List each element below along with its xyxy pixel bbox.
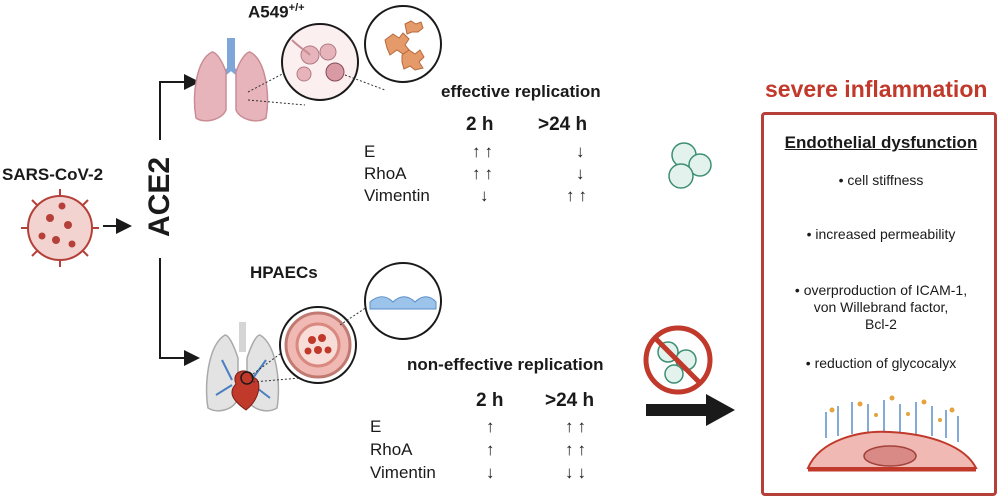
top-row-rhoa-late: ↓ (576, 164, 589, 183)
bullet-glycocalyx-text: reduction of glycocalyx (814, 355, 957, 371)
bullet-cell-stiffness: • cell stiffness (838, 172, 924, 188)
endothelium-zoom-icon (364, 262, 442, 340)
bottom-row-rhoa-label: RhoA (370, 440, 413, 459)
a549-label: A549+/+ (248, 2, 305, 23)
top-col-24h: >24 h (538, 114, 588, 135)
endothelial-cell-icon (806, 395, 978, 472)
ace2-label: ACE2 (143, 156, 176, 238)
effective-replication-title: effective replication (441, 82, 601, 101)
top-row-e-early: ↑↑ (472, 142, 497, 161)
virus-cluster-icon (668, 142, 712, 189)
top-row-rhoa-label: RhoA (364, 164, 407, 183)
bullet-overproduction-text: overproduction of ICAM-1, (803, 282, 968, 298)
branch-arrows (159, 74, 200, 366)
bullet-overproduction: • overproduction of ICAM-1, (794, 282, 968, 298)
blocked-virus-icon (643, 325, 713, 395)
bullet-overproduction-line2: von Willebrand factor, (813, 299, 949, 315)
bullet-cell-stiffness-text: cell stiffness (847, 172, 924, 188)
endothelial-dysfunction-box (761, 112, 997, 496)
bullet-increased-permeability: • increased permeability (806, 226, 956, 242)
non-effective-replication-title: non-effective replication (407, 355, 604, 374)
vessel-cross-section-icon (279, 306, 357, 384)
severe-inflammation-title: severe inflammation (765, 76, 988, 102)
bottom-row-e-early: ↑ (486, 417, 499, 436)
top-row-vimentin-late: ↑↑ (566, 186, 591, 205)
bottom-row-rhoa-early: ↑ (486, 440, 499, 459)
a549-cells-zoom-icon (364, 5, 442, 83)
virus-label: SARS-CoV-2 (2, 165, 104, 184)
top-col-2h: 2 h (466, 114, 494, 135)
endothelial-dysfunction-title: Endothelial dysfunction (784, 133, 978, 152)
bottom-col-2h: 2 h (476, 390, 504, 411)
bottom-row-e-label: E (370, 417, 382, 436)
top-row-e-late: ↓ (576, 142, 589, 161)
lungs-icon (193, 38, 269, 122)
bottom-row-rhoa-late: ↑↑ (565, 440, 590, 459)
hpaecs-label: HPAECs (250, 263, 318, 282)
bullet-increased-permeability-text: increased permeability (815, 226, 956, 242)
alveoli-zoom-icon (281, 23, 359, 101)
outcome-arrow (646, 394, 735, 426)
top-row-rhoa-early: ↑↑ (472, 164, 497, 183)
bottom-row-vimentin-label: Vimentin (370, 463, 436, 482)
lungs-heart-icon (205, 322, 280, 412)
top-row-vimentin-early: ↓ (480, 186, 493, 205)
virus-icon (21, 189, 99, 267)
top-row-e-label: E (364, 142, 376, 161)
a549-name: A549 (248, 2, 289, 22)
bottom-row-e-late: ↑↑ (565, 417, 590, 436)
bottom-row-vimentin-early: ↓ (486, 463, 499, 482)
bullet-overproduction-line3: Bcl-2 (865, 316, 897, 332)
bottom-row-vimentin-late: ↓↓ (565, 463, 590, 482)
bottom-col-24h: >24 h (545, 390, 595, 411)
a549-genotype: +/+ (288, 2, 305, 14)
bullet-glycocalyx: • reduction of glycocalyx (805, 355, 957, 371)
top-row-vimentin-label: Vimentin (364, 186, 430, 205)
